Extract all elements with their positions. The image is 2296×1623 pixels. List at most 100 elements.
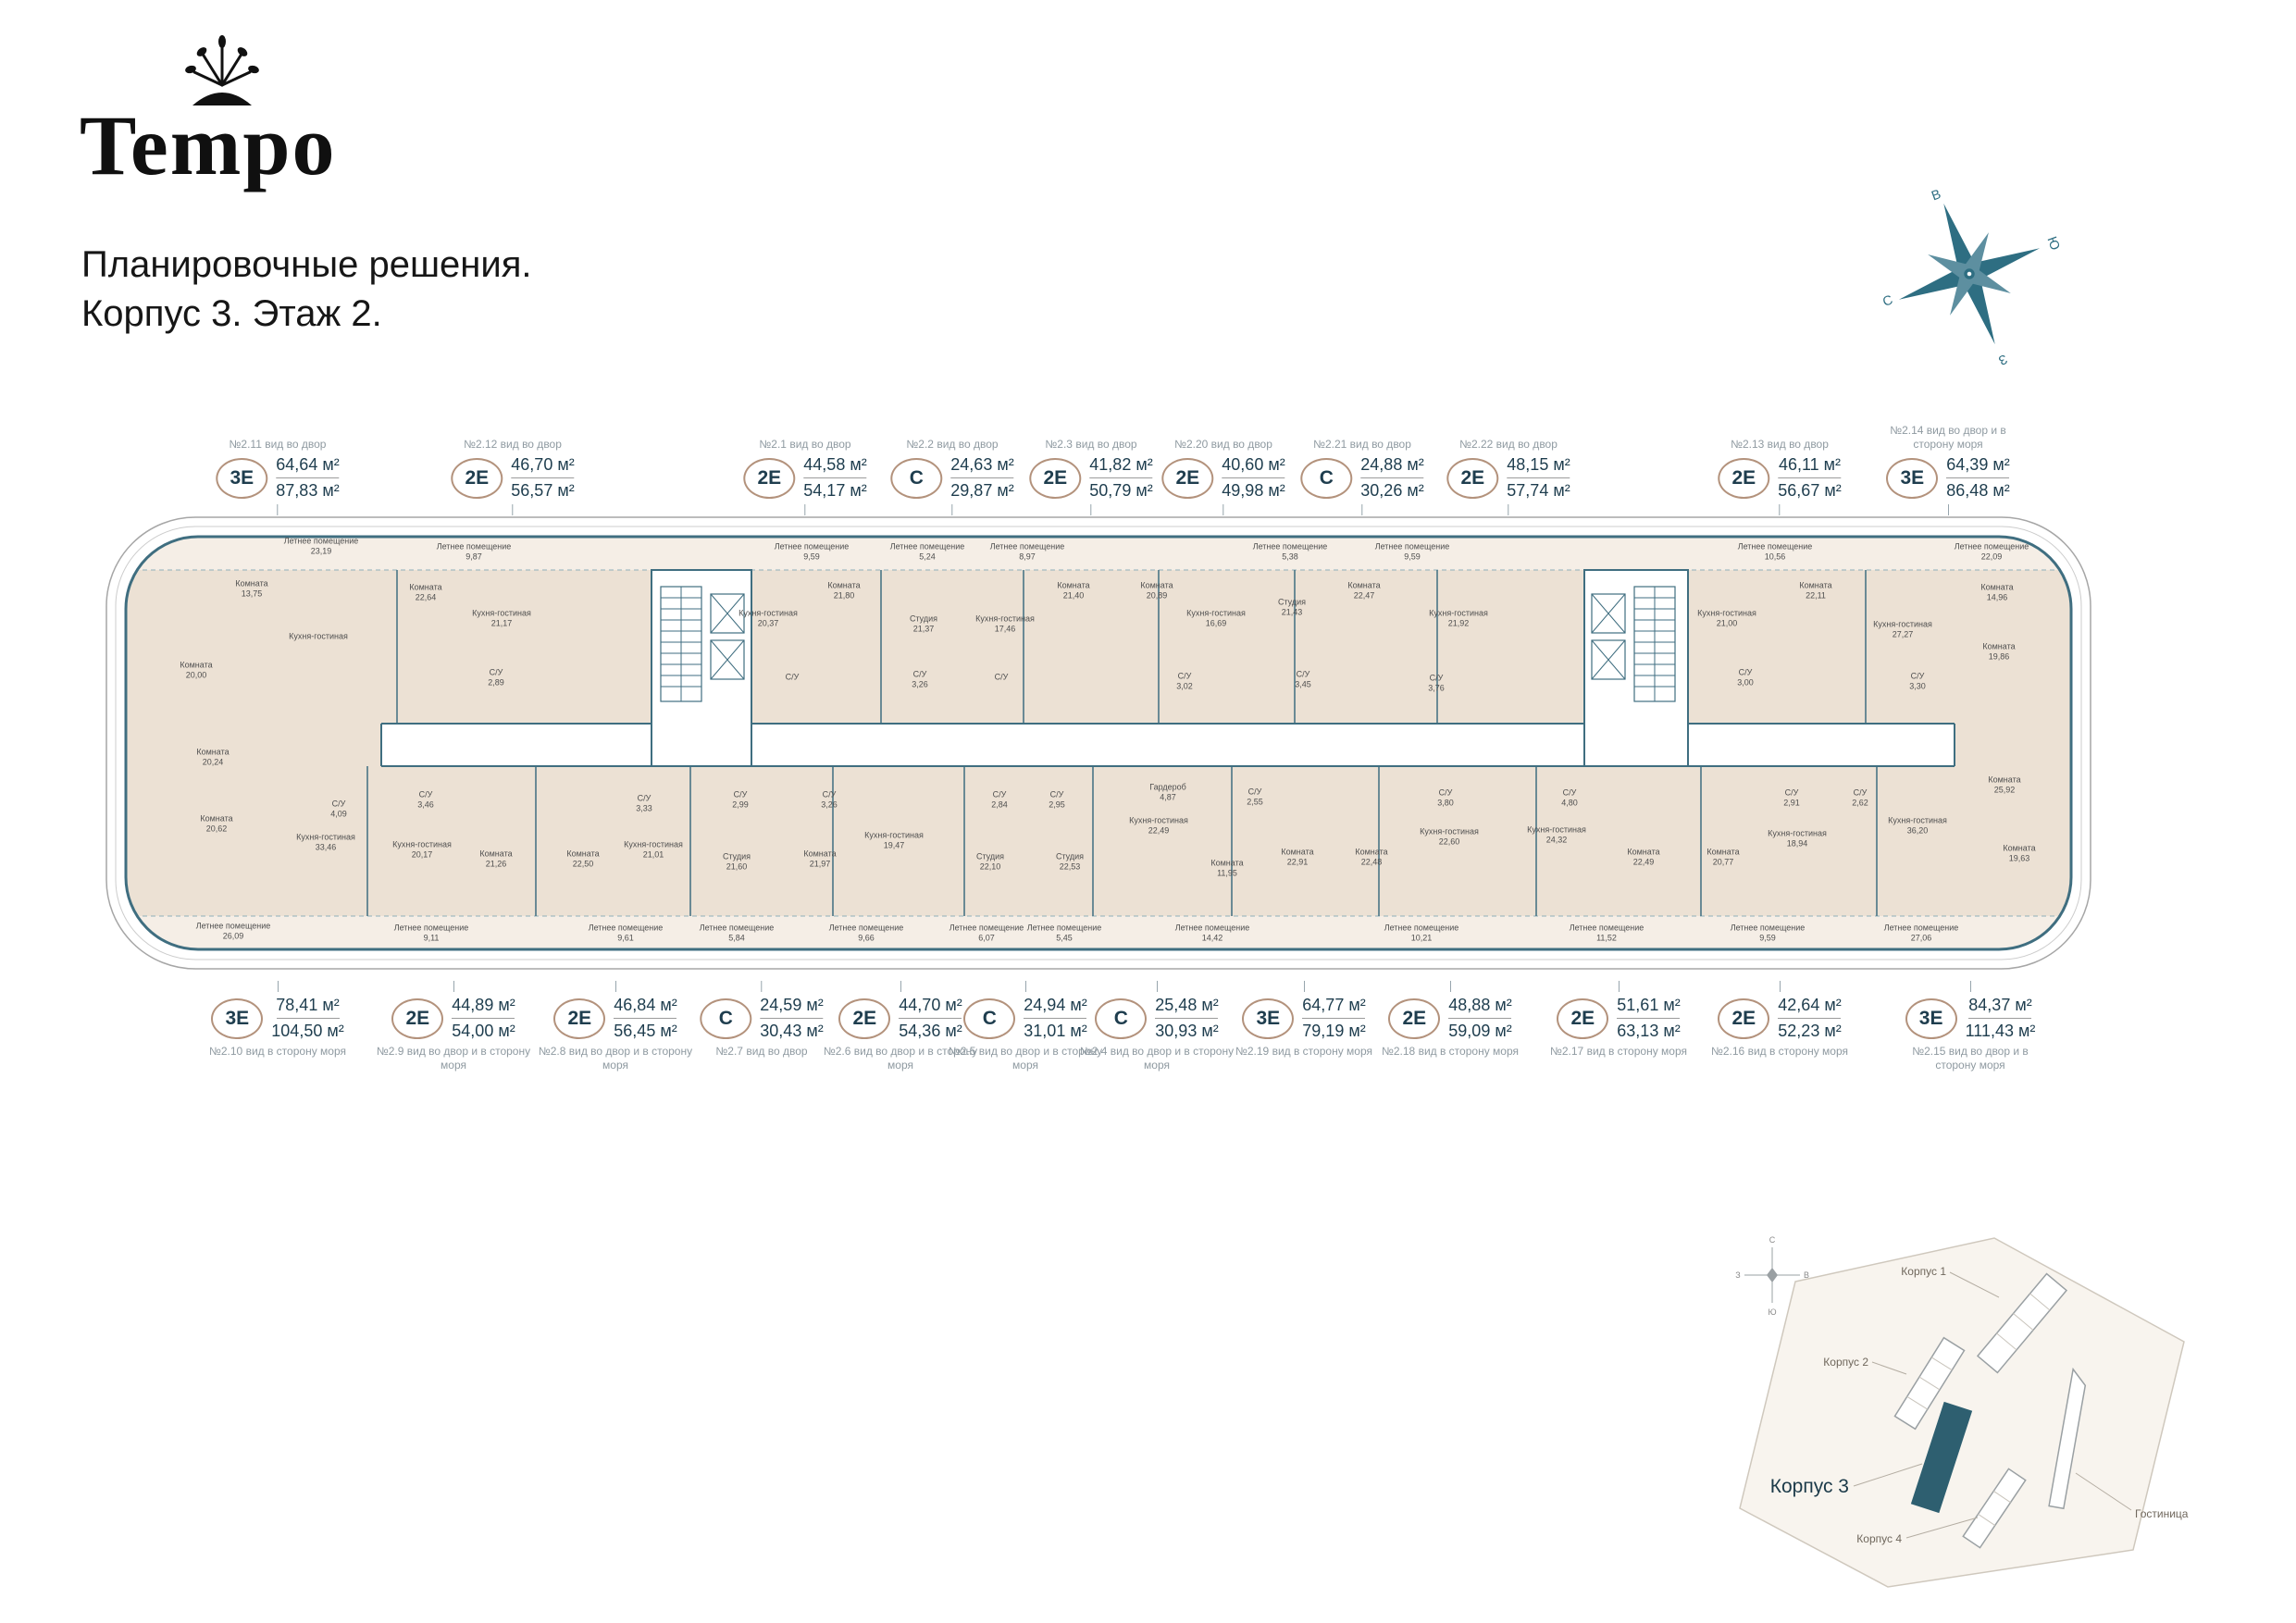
apartment-area-2: 86,48 м² bbox=[1946, 481, 2010, 500]
site-building-korpus-4[interactable] bbox=[1962, 1468, 2027, 1549]
apartment-type-badge: 2Е bbox=[743, 457, 796, 499]
apartment-view-label: №2.2 вид во двор bbox=[906, 438, 999, 451]
room-label: С/У bbox=[994, 672, 1009, 682]
area-separator bbox=[511, 477, 575, 478]
apartment-type-badge: 2Е bbox=[391, 997, 444, 1039]
apartment-area-2: 56,45 м² bbox=[614, 1022, 677, 1040]
site-building-korpus-3-highlighted[interactable] bbox=[1910, 1401, 1973, 1514]
apartment-type-badge: 2Е bbox=[553, 997, 606, 1039]
building-inner-rail bbox=[115, 526, 2082, 960]
apartment-view-label: №2.4 вид во двор и в сторону моря bbox=[1079, 1045, 1235, 1072]
apartment-area-1: 84,37 м² bbox=[1968, 996, 2032, 1014]
site-building-hotel[interactable] bbox=[2048, 1367, 2088, 1510]
apartment-view-label: №2.12 вид во двор bbox=[464, 438, 562, 451]
apartment-area-2: 59,09 м² bbox=[1448, 1022, 1512, 1040]
area-separator bbox=[1448, 1018, 1512, 1019]
area-separator bbox=[1024, 1018, 1087, 1019]
apartment-view-label: №2.7 вид во двор bbox=[715, 1045, 808, 1058]
compass-north-label: С bbox=[1880, 292, 1894, 310]
elevator-icon bbox=[1591, 593, 1626, 634]
apartment-area-1: 46,70 м² bbox=[511, 455, 575, 474]
site-building-korpus-2[interactable] bbox=[1893, 1336, 1966, 1431]
site-compass-west: З bbox=[1735, 1270, 1740, 1280]
page-title-line1: Планировочные решения. bbox=[81, 244, 532, 285]
apartment-area-1: 44,58 м² bbox=[803, 455, 867, 474]
elevator-icon bbox=[1591, 639, 1626, 680]
apartment-view-label: №2.3 вид во двор bbox=[1045, 438, 1137, 451]
site-compass: С В Ю З bbox=[1735, 1235, 1809, 1317]
site-compass-north: С bbox=[1769, 1235, 1776, 1245]
apartment-area-1: 44,89 м² bbox=[452, 996, 515, 1014]
apartment-view-label: №2.11 вид во двор bbox=[229, 438, 327, 451]
site-label-korpus-3: Корпус 3 bbox=[1770, 1476, 1849, 1497]
elevator-icon bbox=[710, 639, 745, 680]
site-building-korpus-1[interactable] bbox=[1976, 1272, 2068, 1374]
area-separator bbox=[1302, 1018, 1366, 1019]
apartment-area-2: 30,43 м² bbox=[760, 1022, 824, 1040]
balcony-strip-top bbox=[126, 537, 2071, 570]
area-separator bbox=[1778, 1018, 1842, 1019]
apartment-area-2: 111,43 м² bbox=[1965, 1022, 2036, 1040]
apartment-area-2: 29,87 м² bbox=[950, 481, 1014, 500]
apartment-area-1: 25,48 м² bbox=[1155, 996, 1219, 1014]
apartment-type-badge: 3Е bbox=[1886, 457, 1939, 499]
apartment-area-1: 64,64 м² bbox=[276, 455, 340, 474]
apartment-type-badge: 3Е bbox=[1242, 997, 1295, 1039]
apartment-view-label: №2.14 вид во двор и в сторону моря bbox=[1890, 424, 2006, 451]
corridor bbox=[381, 724, 1955, 766]
area-separator bbox=[1946, 477, 2010, 478]
apartment-area-1: 46,11 м² bbox=[1778, 455, 1842, 474]
apartment-type-badge: 3Е bbox=[216, 457, 268, 499]
apartment-type-badge: 2Е bbox=[1718, 457, 1770, 499]
apartment-type-badge: С bbox=[1300, 457, 1353, 499]
apartment-area-1: 24,94 м² bbox=[1024, 996, 1087, 1014]
apartment-view-label: №2.18 вид в сторону моря bbox=[1382, 1045, 1519, 1058]
apartment-view-label: №2.13 вид во двор bbox=[1731, 438, 1829, 451]
compass-south-label: Ю bbox=[2043, 235, 2062, 253]
